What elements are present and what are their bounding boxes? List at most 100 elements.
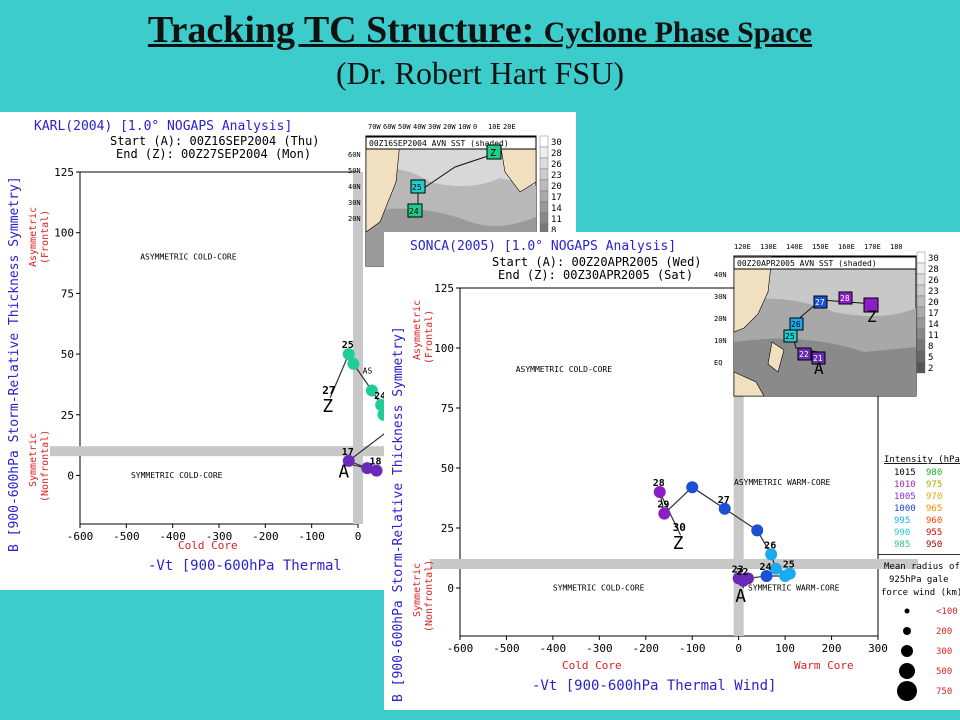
intensity-row-a: 1015: [894, 468, 916, 478]
karl-sst-swatch: [539, 157, 549, 170]
sonca-inset-lon-label: 130E: [760, 243, 777, 251]
karl-xtick-label: -400: [159, 530, 186, 543]
sonca-sst-label: 14: [928, 320, 939, 330]
sonca-inset-lat-label: 40N: [714, 271, 727, 279]
karl-quadrant-label: ASYMMETRIC COLD-CORE: [140, 252, 237, 261]
sonca-xlabel: -Vt [900-600hPa Thermal Wind]: [532, 678, 776, 694]
karl-sst-swatch: [539, 168, 549, 181]
sonca-ytick-label: 75: [441, 402, 454, 415]
karl-inset-25: 25: [412, 183, 422, 192]
sonca-point-label: 27: [718, 495, 730, 506]
sonca-inset-lon-label: 140E: [786, 243, 803, 251]
sonca-inset-25: 25: [785, 332, 795, 341]
sonca-sst-swatch: [916, 262, 926, 275]
karl-track-point: [342, 454, 355, 467]
slide-title-main: Tracking TC Structure: Cyclone Phase Spa…: [147, 9, 813, 51]
sonca-xtick-label: -300: [586, 642, 613, 655]
sonca-sst-label: 20: [928, 298, 939, 308]
sonca-xtick-label: 200: [822, 642, 842, 655]
slide-subtitle: (Dr. Robert Hart FSU): [336, 55, 624, 91]
intensity-row-b: 965: [926, 504, 942, 514]
karl-y-lower-2: (Nonfrontal): [40, 430, 51, 502]
sonca-x-left-label: Cold Core: [562, 659, 622, 672]
sonca-ylabel: B [900-600hPa Storm-Relative Thickness S…: [391, 326, 406, 702]
karl-y-upper-1: Asymmetric: [28, 207, 39, 267]
karl-quadrant-label: AS: [363, 366, 373, 375]
sonca-xtick-label: 100: [775, 642, 795, 655]
sonca-end: End (Z): 00Z30APR2005 (Sat): [498, 268, 693, 282]
sonca-plot-frame: [459, 287, 879, 637]
sonca-sst-label: 30: [928, 254, 939, 264]
sonca-ytick-label: 25: [441, 522, 454, 535]
karl-sst-label: 14: [551, 204, 562, 214]
sonca-phase-space-chart: SONCA(2005) [1.0° NOGAPS Analysis] Start…: [391, 239, 960, 702]
karl-sst-label: 11: [551, 215, 562, 225]
karl-sst-swatch: [539, 201, 549, 214]
sonca-point-label: 26: [764, 540, 776, 551]
sonca-point-label: 28: [653, 478, 665, 489]
karl-y-upper-2: (Frontal): [40, 210, 51, 264]
karl-inset-lon-label: 0: [473, 123, 477, 131]
karl-ytick-label: 125: [54, 166, 74, 179]
sonca-chart-panel: SONCA(2005) [1.0° NOGAPS Analysis] Start…: [384, 232, 960, 710]
intensity-row-b: 960: [926, 516, 942, 526]
sonca-sst-label: 5: [928, 353, 933, 363]
sonca-inset-lon-label: 180: [890, 243, 903, 251]
sonca-track-point: [686, 481, 699, 494]
karl-inset-lat-label: 30N: [348, 199, 361, 207]
karl-inset-lon-label: 20W: [443, 123, 456, 131]
sonca-xtick-label: -500: [493, 642, 520, 655]
karl-inset-lon-label: 10E: [488, 123, 501, 131]
karl-sst-label: 8: [551, 226, 556, 236]
intensity-row-a: 1000: [894, 504, 916, 514]
sonca-inset-lon-label: 160E: [838, 243, 855, 251]
radius-label: 750: [936, 687, 952, 697]
karl-inset-lat-label: 20N: [348, 215, 361, 223]
sonca-xtick-label: -600: [447, 642, 474, 655]
sonca-xtick-label: 0: [735, 642, 742, 655]
sonca-sst-swatch: [916, 350, 926, 363]
karl-inset-lon-label: 20E: [503, 123, 516, 131]
sonca-track-point: [751, 524, 764, 537]
sonca-sst-swatch: [916, 339, 926, 352]
karl-sst-swatch: [539, 135, 549, 148]
karl-track-point: [342, 348, 355, 361]
sonca-sst-swatch: [916, 328, 926, 341]
karl-ylabel: B [900-600hPa Storm-Relative Thickness S…: [7, 176, 22, 552]
sonca-sst-swatch: [916, 273, 926, 286]
sonca-zero-vertical-bar: [733, 288, 744, 636]
sonca-xtick-label: -400: [540, 642, 567, 655]
slide-title: Tracking TC Structure: Cyclone Phase Spa…: [0, 8, 960, 91]
karl-zero-vertical-bar: [353, 172, 363, 524]
sonca-inset-lon-label: 120E: [734, 243, 751, 251]
karl-end-label: 27: [322, 384, 335, 397]
sonca-track-point: [779, 570, 792, 582]
sonca-xtick-label: -200: [633, 642, 660, 655]
karl-xtick-label: -100: [298, 530, 325, 543]
sonca-quadrant-label: ASYMMETRIC COLD-CORE: [516, 365, 613, 374]
sonca-title: SONCA(2005) [1.0° NOGAPS Analysis]: [410, 239, 676, 254]
karl-inset-lat-label: 40N: [348, 183, 361, 191]
karl-sst-label: 30: [551, 138, 562, 148]
sonca-sst-label: 17: [928, 309, 939, 319]
karl-inset-lon-label: 10W: [458, 123, 471, 131]
karl-ytick-label: 50: [61, 348, 74, 361]
karl-sst-swatch: [539, 179, 549, 192]
sonca-inset-21: 21: [813, 354, 823, 363]
sonca-y-upper-2: (Frontal): [424, 310, 435, 364]
intensity-row-a: 1005: [894, 492, 916, 502]
karl-xtick-label: -500: [113, 530, 140, 543]
sonca-point-label: 25: [783, 560, 795, 571]
karl-y-lower-1: Symmetric: [28, 433, 39, 487]
karl-sst-label: 20: [551, 182, 562, 192]
intensity-row-b: 970: [926, 492, 942, 502]
sonca-track-point: [765, 548, 778, 561]
karl-start: Start (A): 00Z16SEP2004 (Thu): [110, 134, 320, 148]
karl-start-marker: A: [338, 461, 349, 482]
sonca-y-lower-1: Symmetric: [412, 563, 423, 617]
sonca-inset-lon-label: 150E: [812, 243, 829, 251]
sonca-quadrant-label: ASYMMETRIC WARM-CORE: [734, 478, 831, 487]
karl-xtick-label: -300: [206, 530, 233, 543]
intensity-row-a: 985: [894, 540, 910, 550]
